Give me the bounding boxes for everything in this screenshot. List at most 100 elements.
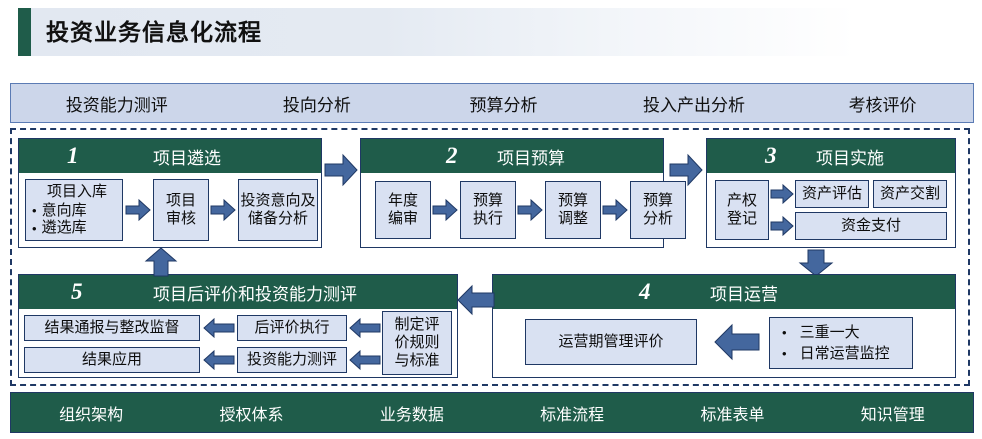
box-budget-execution[interactable]: 预算 执行: [460, 181, 516, 239]
box-annual-compilation[interactable]: 年度 编审: [375, 181, 431, 239]
box-investment-intent-line-2: 储备分析: [247, 210, 308, 227]
arrow-stage3-to-stage4: [798, 249, 834, 277]
stage-card-1[interactable]: 1 项目遴选 项目入库 •意向库 •遴选库 项目 审核 投资意向及 储备分析: [18, 138, 322, 248]
box-budget-analysis[interactable]: 预算 分析: [630, 181, 686, 239]
stage-2-title: 项目预算: [497, 148, 565, 168]
box-operation-controls-item-1: 三重一大: [799, 323, 860, 341]
bullet-icon: •: [32, 203, 37, 218]
bottom-band-item-6[interactable]: 知识管理: [860, 406, 925, 424]
box-evaluation-rules-line-2: 价规则: [394, 334, 440, 352]
box-budget-analysis-line-1: 预算: [642, 192, 673, 210]
box-operation-controls[interactable]: •三重一大 •日常运营监控: [769, 317, 913, 369]
top-band-item-5[interactable]: 考核评价: [848, 95, 917, 115]
top-band-item-3[interactable]: 预算分析: [469, 95, 538, 115]
box-asset-valuation-label: 资产评估: [801, 185, 862, 203]
box-investment-capability-assessment[interactable]: 投资能力测评: [237, 347, 347, 373]
arrow-right-s2-a: [432, 198, 458, 222]
box-result-notification-label: 结果通报与整改监督: [44, 319, 180, 337]
box-asset-delivery-label: 资产交割: [879, 185, 940, 203]
arrow-stage4-to-stage5: [457, 284, 495, 316]
box-property-registration-line-1: 产权: [726, 192, 757, 210]
arrow-right-s1-a: [125, 198, 151, 222]
header-accent-bar: [18, 8, 31, 56]
box-investment-intent-analysis[interactable]: 投资意向及 储备分析: [238, 179, 318, 241]
box-project-review[interactable]: 项目 审核: [153, 179, 209, 241]
box-budget-execution-line-2: 执行: [472, 210, 503, 227]
bottom-band-item-5[interactable]: 标准表单: [700, 406, 765, 424]
stage-4-title: 项目运营: [710, 284, 778, 304]
box-evaluation-rules-line-3: 与标准: [394, 351, 440, 369]
box-operation-management-evaluation-label: 运营期管理评价: [558, 333, 664, 351]
bottom-band-item-4[interactable]: 标准流程: [540, 406, 605, 424]
arrow-right-s2-c: [602, 198, 628, 222]
box-operation-management-evaluation[interactable]: 运营期管理评价: [525, 319, 697, 365]
stage-2-body: 年度 编审 预算 执行 预算 调整 预算 分析: [361, 173, 686, 247]
box-asset-valuation[interactable]: 资产评估: [795, 180, 869, 208]
box-annual-compilation-line-1: 年度: [387, 192, 418, 210]
box-property-registration[interactable]: 产权 登记: [715, 180, 769, 240]
stage-card-3[interactable]: 3 项目实施 产权 登记 资产评估 资产交割 资金支付: [706, 138, 956, 248]
stage-1-body: 项目入库 •意向库 •遴选库 项目 审核 投资意向及 储备分析: [19, 173, 321, 247]
stage-2-header: 2 项目预算: [361, 139, 663, 173]
box-fund-payment-label: 资金支付: [840, 217, 901, 235]
stage-1-number: 1: [67, 143, 79, 168]
box-asset-delivery[interactable]: 资产交割: [873, 180, 947, 208]
bottom-band-item-1[interactable]: 组织架构: [59, 406, 124, 424]
stage-5-body: 结果通报与整改监督 后评价执行 结果应用 投资能力测评: [19, 309, 457, 377]
arrow-stage1-to-stage2: [324, 153, 358, 187]
box-annual-compilation-line-2: 编审: [387, 210, 418, 227]
stage-4-header: 4 项目运营: [493, 275, 955, 309]
box-project-intake-item-2: 遴选库: [41, 219, 87, 237]
box-project-intake[interactable]: 项目入库 •意向库 •遴选库: [25, 179, 123, 241]
stage-card-5[interactable]: 5 项目后评价和投资能力测评 结果通报与整改监督 后评价执行 结果应用: [18, 274, 458, 378]
box-fund-payment[interactable]: 资金支付: [795, 212, 947, 240]
box-result-application-label: 结果应用: [81, 351, 142, 369]
box-result-notification-supervision[interactable]: 结果通报与整改监督: [24, 315, 200, 341]
stage-3-number: 3: [765, 143, 777, 168]
stage-4-number: 4: [639, 279, 651, 304]
stage-5-number: 5: [71, 279, 83, 304]
top-band-item-2[interactable]: 投向分析: [282, 95, 351, 115]
arrow-left-s5-d: [349, 349, 381, 371]
box-project-review-line-2: 审核: [165, 210, 196, 227]
box-budget-adjustment-line-1: 预算: [557, 192, 588, 210]
box-post-evaluation-execution[interactable]: 后评价执行: [237, 315, 347, 341]
bottom-band-item-2[interactable]: 授权体系: [219, 406, 284, 424]
stage-2-number: 2: [446, 143, 458, 168]
box-budget-adjustment[interactable]: 预算 调整: [545, 181, 601, 239]
stage-4-body: 运营期管理评价 •三重一大 •日常运营监控: [493, 309, 955, 377]
bullet-icon: •: [32, 220, 37, 236]
arrow-right-s1-b: [210, 198, 236, 222]
bottom-foundation-band: 组织架构 授权体系 业务数据 标准流程 标准表单 知识管理: [10, 392, 974, 433]
top-band-item-1[interactable]: 投资能力测评: [65, 95, 168, 115]
stage-card-4[interactable]: 4 项目运营 运营期管理评价 •三重一大 •日常运营监控: [492, 274, 956, 378]
bullet-icon: •: [782, 345, 787, 361]
box-operation-controls-item-2: 日常运营监控: [799, 344, 890, 362]
arrow-left-s5-c: [203, 349, 235, 371]
box-evaluation-rules-standards[interactable]: 制定评 价规则 与标准: [382, 311, 452, 375]
box-property-registration-line-2: 登记: [726, 210, 757, 227]
process-boundary: [10, 128, 970, 386]
stage-3-header: 3 项目实施: [707, 139, 955, 173]
box-project-review-line-1: 项目: [165, 192, 196, 210]
page-header: 投资业务信息化流程: [18, 8, 970, 56]
box-post-evaluation-execution-label: 后评价执行: [254, 319, 330, 337]
box-result-application[interactable]: 结果应用: [24, 347, 200, 373]
box-investment-capability-assessment-label: 投资能力测评: [246, 351, 337, 369]
arrow-right-s3-b: [770, 215, 794, 237]
arrow-left-s5-b: [349, 317, 381, 339]
arrow-left-s4: [714, 323, 760, 361]
box-budget-adjustment-line-2: 调整: [557, 210, 588, 227]
top-analysis-band: 投资能力测评 投向分析 预算分析 投入产出分析 考核评价: [10, 83, 974, 123]
top-band-item-4[interactable]: 投入产出分析: [643, 95, 746, 115]
stage-card-2[interactable]: 2 项目预算 年度 编审 预算 执行 预算 调整: [360, 138, 686, 248]
bottom-band-item-3[interactable]: 业务数据: [379, 406, 444, 424]
arrow-stage2-to-stage3: [669, 153, 703, 187]
arrow-stage5-to-stage1: [144, 247, 178, 277]
arrow-right-s2-b: [517, 198, 543, 222]
stage-5-title: 项目后评价和投资能力测评: [153, 284, 357, 304]
box-evaluation-rules-line-1: 制定评: [394, 316, 440, 334]
stage-3-title: 项目实施: [816, 148, 884, 168]
stage-1-title: 项目遴选: [153, 148, 221, 168]
